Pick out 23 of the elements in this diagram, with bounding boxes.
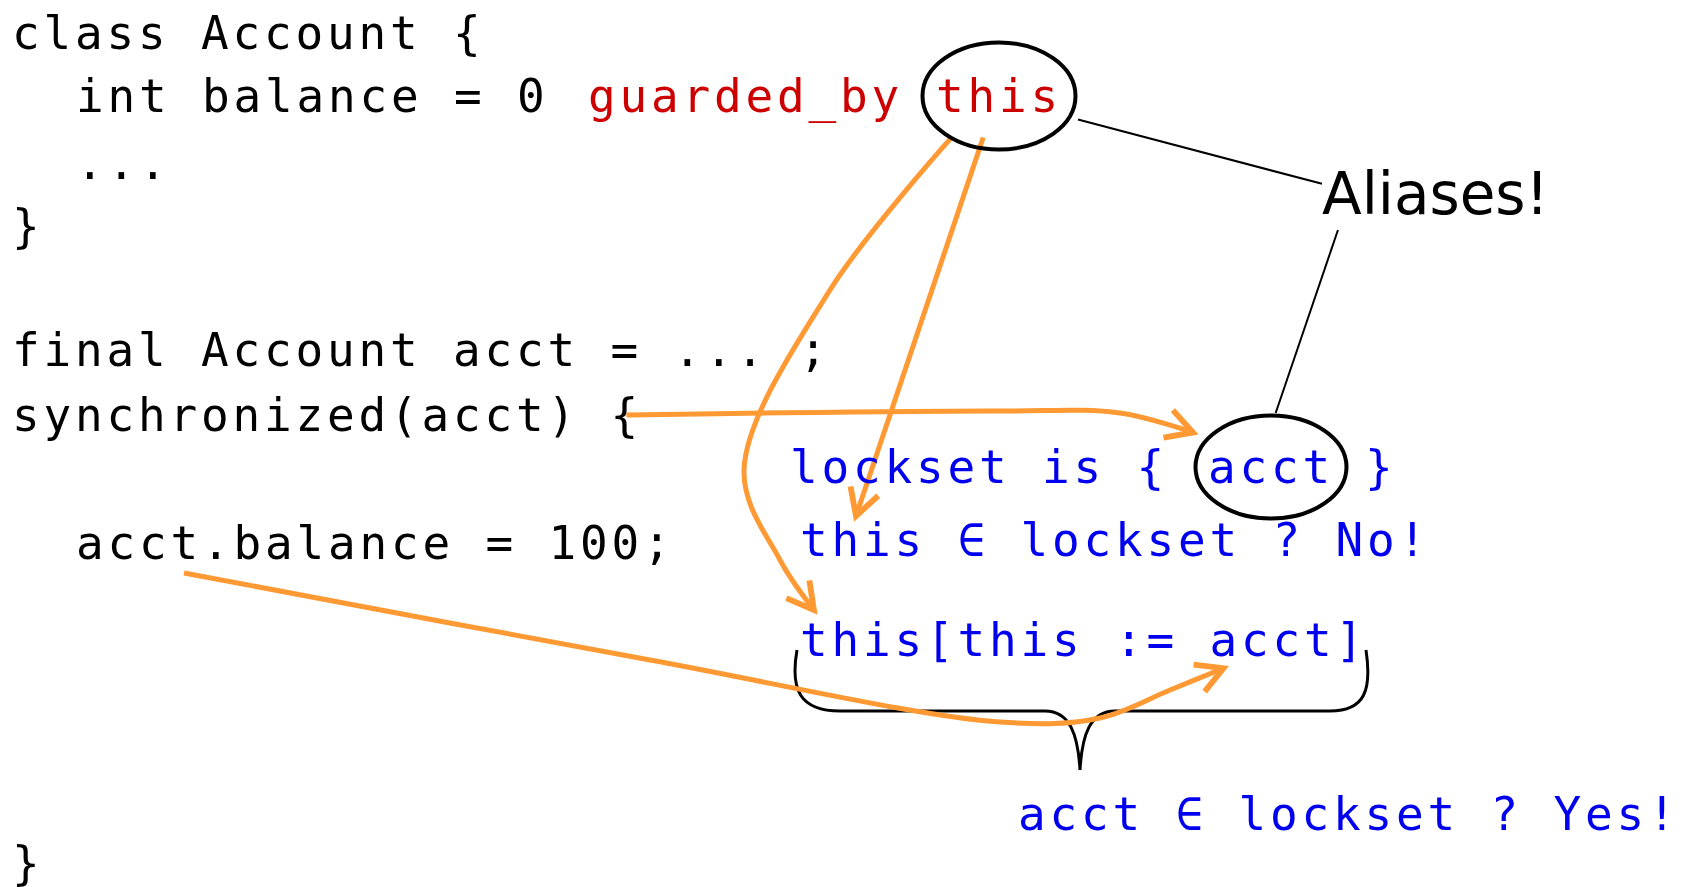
code-text: } (12, 835, 44, 887)
arrow (183, 570, 1227, 727)
arrow (741, 135, 954, 613)
code-text: acct (1208, 439, 1334, 496)
code-text: acct.balance = 100; (76, 515, 675, 572)
callout-text: Aliases! (1322, 160, 1549, 228)
code-text: this ∈ lockset ? No! (800, 512, 1430, 569)
highlight-ellipse (1193, 413, 1349, 521)
code-text: } (12, 198, 44, 255)
connector-line (1274, 229, 1339, 414)
code-text: class Account { (12, 5, 485, 62)
code-text: acct ∈ lockset ? Yes! (1018, 786, 1680, 843)
code-text: ... (76, 135, 171, 192)
code-text: guarded_by (588, 68, 903, 125)
connector-line (1077, 118, 1323, 185)
code-text: int balance = 0 (76, 68, 549, 125)
code-text: synchronized(acct) { (12, 387, 642, 444)
code-text: this[this := acct] (800, 612, 1367, 669)
code-text: } (1365, 439, 1397, 496)
code-text: final Account acct = ... ; (12, 322, 831, 379)
arrow (626, 407, 1196, 441)
code-text: this (936, 68, 1062, 125)
highlight-ellipse (920, 40, 1078, 152)
